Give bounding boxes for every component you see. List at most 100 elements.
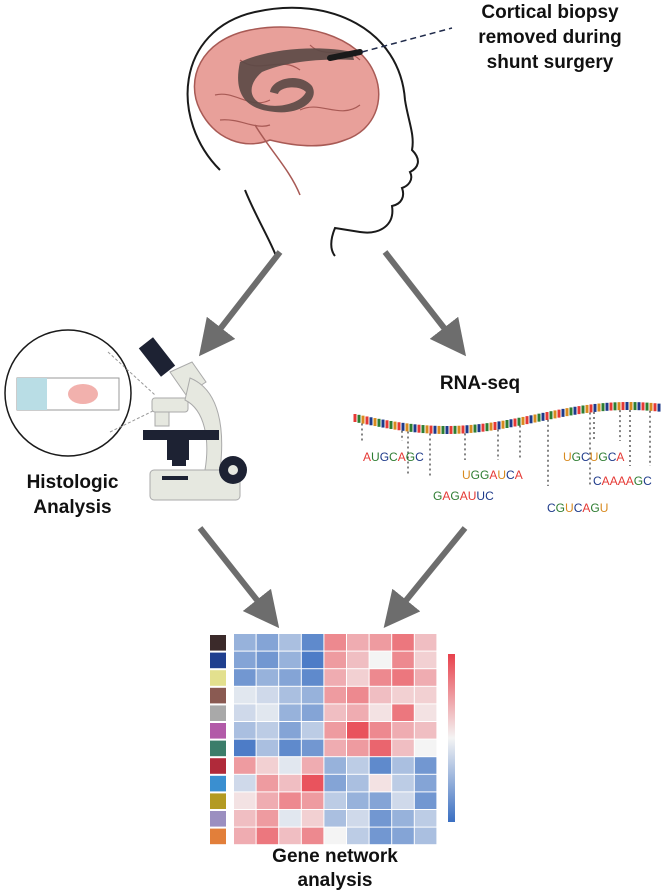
rnaseq-label: RNA-seq (439, 373, 521, 394)
rna-fragments: AUGCAGCGAGAUUCUGGAUCACGUCAGUUGCUGCACAAAA… (363, 450, 652, 515)
heatmap-cell (324, 792, 346, 809)
heatmap-cell (324, 634, 346, 651)
heatmap-cell (324, 704, 346, 721)
gene-network-label-line: analysis (297, 870, 373, 891)
heatmap-cell (301, 810, 324, 827)
heatmap-cell (347, 722, 369, 739)
heatmap-cell (324, 757, 346, 774)
heatmap-cell (234, 634, 256, 651)
heatmap-cell (324, 686, 346, 704)
heatmap-cell (279, 739, 301, 757)
heatmap-cell (234, 669, 256, 686)
heatmap-cell (369, 810, 392, 827)
heatmap-cell (392, 739, 414, 757)
heatmap-cell (279, 722, 301, 739)
heatmap-cell (414, 651, 437, 669)
arrow-to-rnaseq (382, 250, 467, 357)
slide-magnifier (4, 329, 156, 457)
heatmap-cell (279, 792, 301, 809)
heatmap-cell (414, 722, 437, 739)
heatmap-cell (347, 634, 369, 651)
heatmap-cell (234, 704, 256, 721)
heatmap (210, 634, 437, 845)
heatmap-row-group (210, 670, 226, 686)
heatmap-cell (256, 651, 279, 669)
heatmap-cell (279, 651, 301, 669)
heatmap-cell (414, 774, 437, 792)
heatmap-cell (347, 827, 369, 845)
heatmap-cell (256, 827, 279, 845)
heatmap-cell (347, 792, 369, 809)
heatmap-cell (279, 774, 301, 792)
heatmap-cell (369, 634, 392, 651)
heatmap-cell (392, 792, 414, 809)
heatmap-cell (414, 827, 437, 845)
arrow-rnaseq-to-heatmap (383, 526, 468, 628)
rna-fragment: UGCUGCA (563, 450, 624, 464)
heatmap-cell (256, 739, 279, 757)
heatmap-row-group (210, 793, 226, 809)
heatmap-cell (301, 757, 324, 774)
heatmap-cell (256, 774, 279, 792)
heatmap-cell (234, 827, 256, 845)
heatmap-row-group (210, 740, 226, 757)
heatmap-cell (369, 739, 392, 757)
heatmap-cell (369, 704, 392, 721)
heatmap-cell (324, 669, 346, 686)
heatmap-cell (301, 634, 324, 651)
brain-illustration (193, 26, 453, 196)
heatmap-cell (347, 757, 369, 774)
heatmap-cell (234, 722, 256, 739)
heatmap-cell (234, 792, 256, 809)
heatmap-cell (414, 810, 437, 827)
heatmap-cell (392, 651, 414, 669)
heatmap-row-group (210, 758, 226, 774)
heatmap-cell (414, 686, 437, 704)
heatmap-cell (256, 686, 279, 704)
gene-network-label-line: Gene network (272, 846, 398, 867)
heatmap-cell (279, 704, 301, 721)
heatmap-cell (256, 792, 279, 809)
heatmap-cell (392, 774, 414, 792)
heatmap-cell (324, 651, 346, 669)
heatmap-cell (414, 739, 437, 757)
rna-fragment: CGUCAGU (547, 501, 608, 515)
heatmap-cell (256, 704, 279, 721)
histology-label-line: Histologic (26, 472, 119, 493)
heatmap-cell (369, 827, 392, 845)
heatmap-row-group (210, 635, 226, 651)
heatmap-cell (256, 669, 279, 686)
slide-label-area (17, 378, 47, 410)
heatmap-cell (301, 669, 324, 686)
heatmap-cell (347, 704, 369, 721)
heatmap-cell (234, 651, 256, 669)
heatmap-row-group (210, 811, 226, 827)
heatmap-cell (301, 739, 324, 757)
heatmap-cell (324, 810, 346, 827)
heatmap-cell (234, 810, 256, 827)
rna-fragment: AUGCAGC (363, 450, 424, 464)
heatmap-cell (301, 686, 324, 704)
heatmap-cell (347, 686, 369, 704)
heatmap-cell (392, 810, 414, 827)
heatmap-cell (369, 651, 392, 669)
heatmap-cell (256, 634, 279, 651)
heatmap-cell (414, 757, 437, 774)
biopsy-label-line: shunt surgery (486, 52, 614, 73)
rna-strand (353, 402, 661, 486)
microscope-illustration (138, 337, 247, 501)
heatmap-cell (256, 810, 279, 827)
heatmap-cell (392, 827, 414, 845)
heatmap-cell (279, 810, 301, 827)
heatmap-cell (392, 704, 414, 721)
ventricle (238, 48, 354, 113)
heatmap-cell (234, 739, 256, 757)
heatmap-cell (324, 774, 346, 792)
heatmap-cell (301, 827, 324, 845)
heatmap-row-group (210, 705, 226, 721)
heatmap-cell (234, 686, 256, 704)
heatmap-cell (301, 792, 324, 809)
heatmap-cell (392, 634, 414, 651)
heatmap-cell (347, 774, 369, 792)
heatmap-cell (279, 757, 301, 774)
